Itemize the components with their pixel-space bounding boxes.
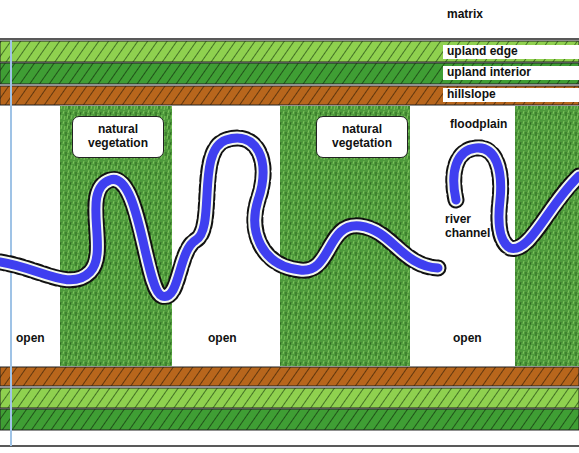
- open-label: open: [453, 332, 482, 346]
- zone-label: upland interior: [443, 66, 579, 80]
- river-label: river channel: [445, 213, 495, 241]
- zone-label: upland edge: [443, 45, 579, 59]
- river-channel: [0, 138, 579, 296]
- open-label: open: [208, 332, 237, 346]
- node-text: natural vegetation: [321, 122, 403, 151]
- open-label: open: [16, 332, 45, 346]
- zone-label: matrix: [447, 8, 483, 22]
- zone-label: hillslope: [443, 88, 579, 102]
- vegetation-label-box: natural vegetation: [316, 116, 408, 158]
- zone-label: floodplain: [446, 118, 511, 132]
- node-text: natural vegetation: [77, 122, 159, 151]
- vegetation-label-box: natural vegetation: [72, 116, 164, 158]
